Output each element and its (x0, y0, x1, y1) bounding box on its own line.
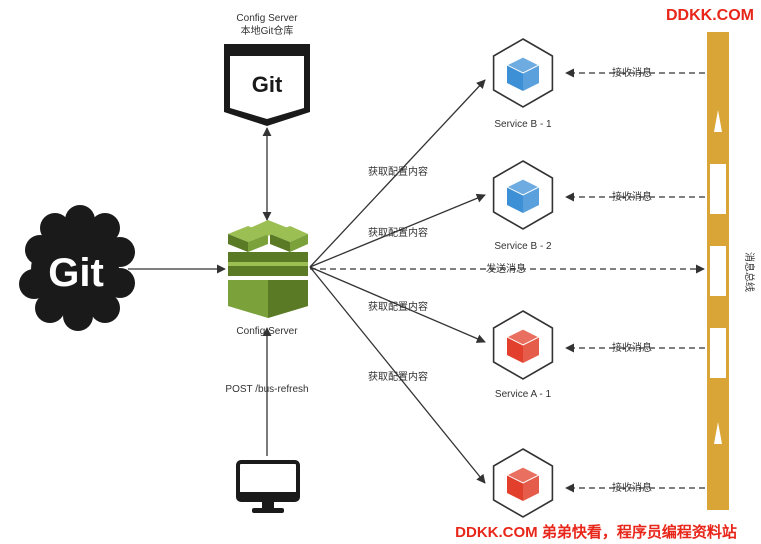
message-bus (707, 32, 729, 510)
service-node (492, 160, 554, 230)
edge-config-to-service (309, 79, 486, 268)
watermark-top: DDKK.COM (666, 7, 754, 24)
computer-monitor-icon (236, 460, 300, 513)
fetch-config-label: 获取配置内容 (368, 300, 428, 313)
git-cloud-icon: Git (19, 205, 135, 331)
service-cube-outline (505, 56, 541, 74)
receive-message-label: 接收消息 (612, 481, 652, 494)
git-repo-logo-text: Git (252, 72, 283, 97)
service-cube-outline (505, 328, 541, 346)
watermark-bottom: DDKK.COM 弟弟快看，程序员编程资料站 (455, 523, 737, 541)
service-cube-outline (505, 466, 541, 484)
git-cloud-logo-text: Git (48, 251, 104, 295)
config-server-icon (228, 220, 308, 318)
config-server-top-title: Config Server (236, 13, 298, 24)
service-node (492, 38, 554, 108)
git-repo-icon: Git (224, 44, 310, 126)
edge-config-to-service (309, 266, 486, 484)
fetch-config-label: 获取配置内容 (368, 370, 428, 383)
fetch-config-label: 获取配置内容 (368, 226, 428, 239)
receive-message-label: 接收消息 (612, 341, 652, 354)
send-message-label: 发送消息 (486, 262, 526, 275)
receive-message-label: 接收消息 (612, 66, 652, 79)
service-node (492, 448, 554, 518)
edge-config-to-service (309, 266, 486, 343)
receive-message-label: 接收消息 (612, 190, 652, 203)
service-cube-outline (505, 178, 541, 196)
edge-config-to-service (309, 193, 486, 268)
message-bus-label: 消息总线 (743, 252, 756, 292)
service-label: Service B - 2 (494, 241, 552, 252)
service-label: Service B - 1 (494, 119, 552, 130)
config-server-top-subtitle: 本地Git仓库 (241, 24, 294, 37)
fetch-config-label: 获取配置内容 (368, 165, 428, 178)
service-label: Service A - 1 (495, 389, 552, 400)
service-node (492, 310, 554, 380)
